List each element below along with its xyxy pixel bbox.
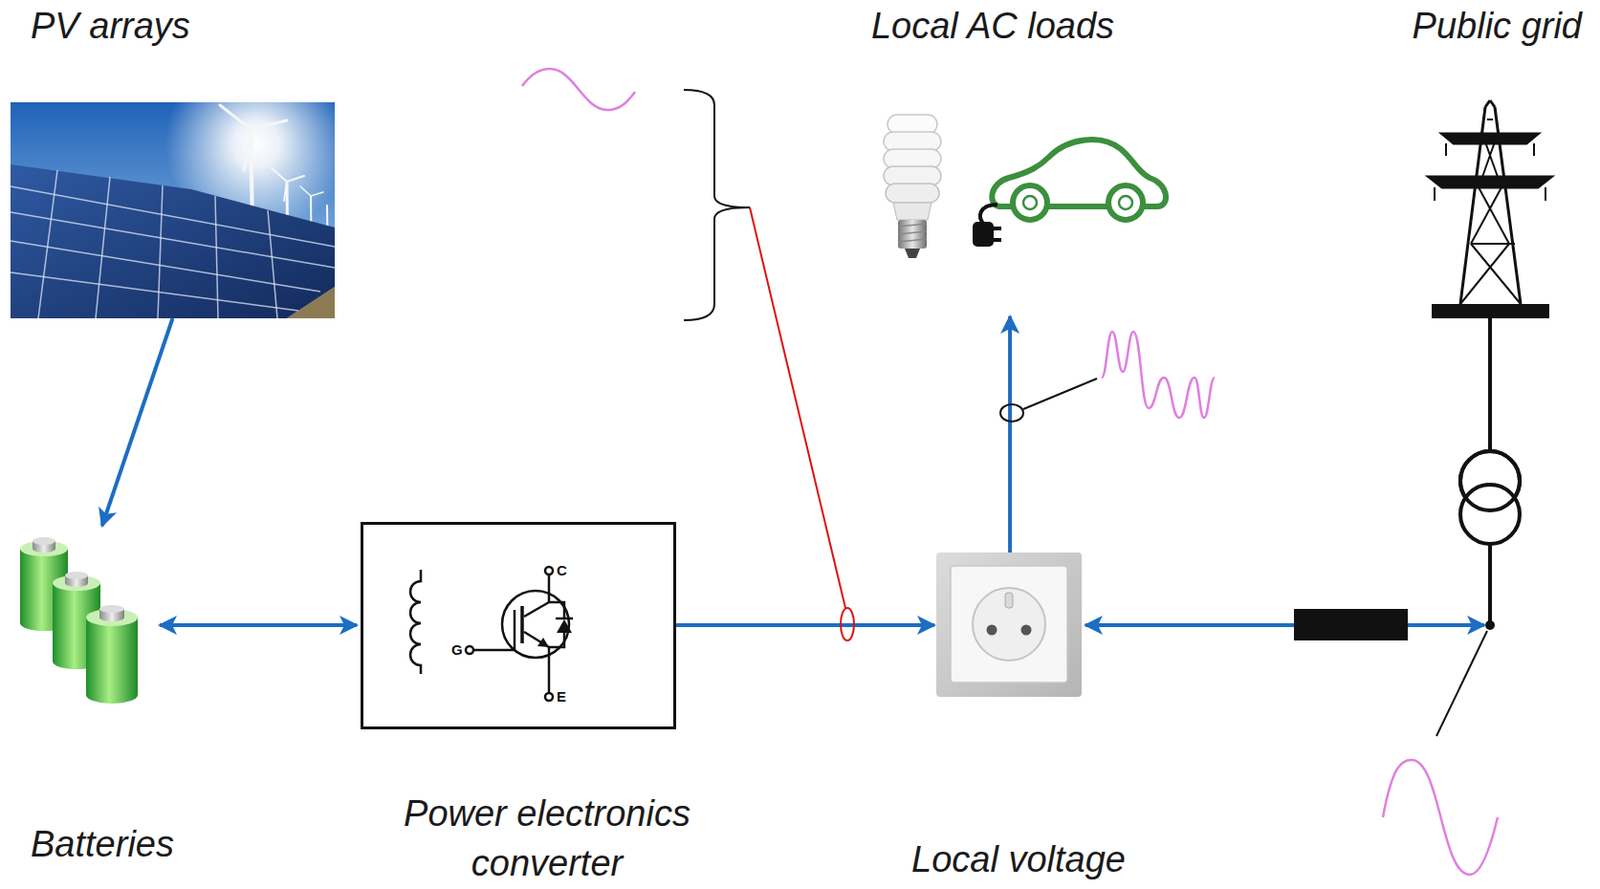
pv-wind-picture	[10, 102, 335, 319]
pv-array-node: PV arrays	[10, 102, 335, 319]
leader-line	[1023, 378, 1097, 410]
pin-label: G	[451, 641, 463, 658]
connector-line	[1008, 316, 1012, 553]
battery-node: Batteries	[20, 541, 149, 704]
grid-sine-wave	[1382, 760, 1498, 876]
node-label: Power electronics converter	[382, 789, 713, 889]
grid-node-dot	[1485, 620, 1495, 631]
node-label: Batteries	[30, 823, 175, 866]
leader-line	[1436, 631, 1488, 737]
tower-picture	[1428, 100, 1552, 319]
socket-picture	[936, 552, 1082, 698]
plug-picture	[972, 204, 1002, 247]
igbt-symbol	[465, 567, 573, 702]
bracket	[683, 89, 750, 321]
socket-node: Local voltage	[936, 552, 1082, 698]
transformer-symbol	[1460, 451, 1520, 545]
batteries-picture	[20, 537, 138, 704]
grid-node: Public grid	[1424, 102, 1557, 319]
probe-ellipse	[840, 608, 855, 641]
connector-arrow	[1009, 316, 1011, 553]
leader-line	[749, 207, 846, 609]
node-label: Local voltage	[911, 838, 1126, 881]
connector-arrow	[102, 318, 174, 527]
distorted-wave	[1101, 331, 1215, 418]
line-impedance	[1293, 609, 1408, 641]
bulb-picture	[883, 114, 942, 259]
connector-arrow	[676, 624, 935, 626]
pin-label: E	[556, 688, 567, 705]
connector-line	[102, 318, 174, 527]
connector-line	[676, 623, 935, 628]
converter-sine-wave	[522, 68, 636, 110]
connector-arrow	[1085, 318, 1491, 626]
probe-ellipse	[1000, 404, 1024, 422]
load-node: Local AC loads	[872, 100, 1175, 268]
node-label: PV arrays	[30, 4, 191, 47]
connector-line	[1085, 623, 1485, 628]
car-picture	[991, 139, 1166, 220]
converter-box: Power electronics converter	[360, 522, 677, 730]
node-label: Public grid	[1412, 4, 1582, 47]
inductor-symbol	[410, 569, 421, 675]
node-label: Local AC loads	[871, 4, 1115, 47]
pin-label: C	[556, 562, 568, 579]
connector-line	[159, 623, 357, 628]
connector-arrow	[159, 625, 357, 627]
